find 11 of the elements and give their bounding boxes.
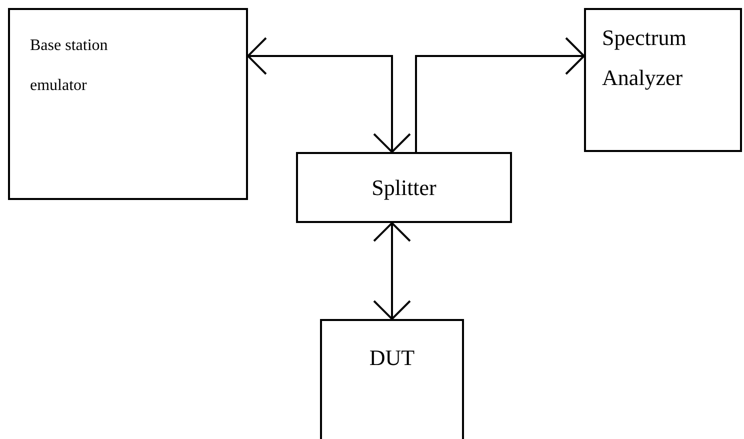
box-label: Spectrum Analyzer: [602, 24, 688, 92]
arrow: [247, 37, 411, 153]
process-box: [584, 8, 742, 152]
box-label: Base station emulator: [30, 36, 109, 96]
process-box: [320, 319, 464, 439]
arrow: [415, 37, 585, 152]
process-box: [296, 152, 512, 223]
box-label: Splitter: [372, 174, 436, 202]
process-box: [8, 8, 248, 200]
arrow: [373, 222, 411, 320]
box-label: DUT: [369, 344, 415, 372]
